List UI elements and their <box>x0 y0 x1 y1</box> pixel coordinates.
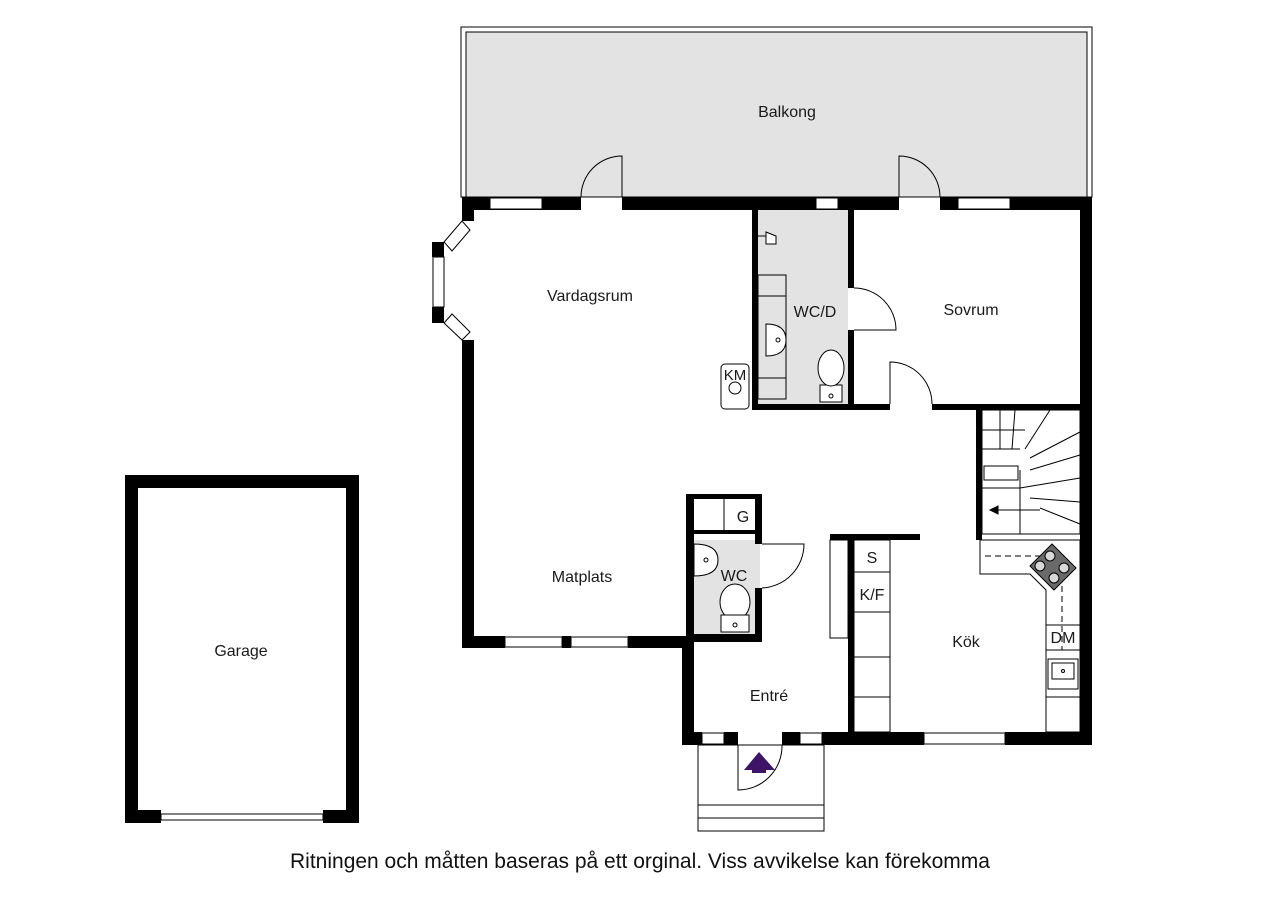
staircase <box>981 409 1081 535</box>
doors <box>580 155 941 791</box>
wc-fixtures <box>693 499 751 633</box>
room-label-wc: WC <box>721 568 748 585</box>
disclaimer-caption: Ritningen och måtten baseras på ett orgi… <box>290 850 990 873</box>
room-label-balkong: Balkong <box>758 104 816 121</box>
kitchen-cabinets <box>829 539 1081 733</box>
entry-arrow-icon <box>744 752 775 773</box>
balcony <box>460 26 1093 198</box>
bathroom-fixtures <box>757 231 845 403</box>
walls <box>432 197 1092 745</box>
label-dm: DM <box>1051 630 1076 647</box>
room-label-garage: Garage <box>214 643 267 660</box>
washing-machine-icon <box>720 363 750 410</box>
label-kf: K/F <box>860 587 885 604</box>
stove-icon <box>1029 543 1077 591</box>
room-label-matplats: Matplats <box>552 569 612 586</box>
windows <box>432 197 1011 745</box>
room-label-sovrum: Sovrum <box>943 302 998 319</box>
label-g: G <box>737 509 749 526</box>
room-label-wcd: WC/D <box>794 304 837 321</box>
entry-steps <box>697 744 825 832</box>
room-label-vardagsrum: Vardagsrum <box>547 288 633 305</box>
label-s: S <box>867 550 878 567</box>
label-km: KM <box>724 367 747 384</box>
room-label-entre: Entré <box>750 688 788 705</box>
room-label-kok: Kök <box>952 634 981 651</box>
garage <box>125 475 359 823</box>
